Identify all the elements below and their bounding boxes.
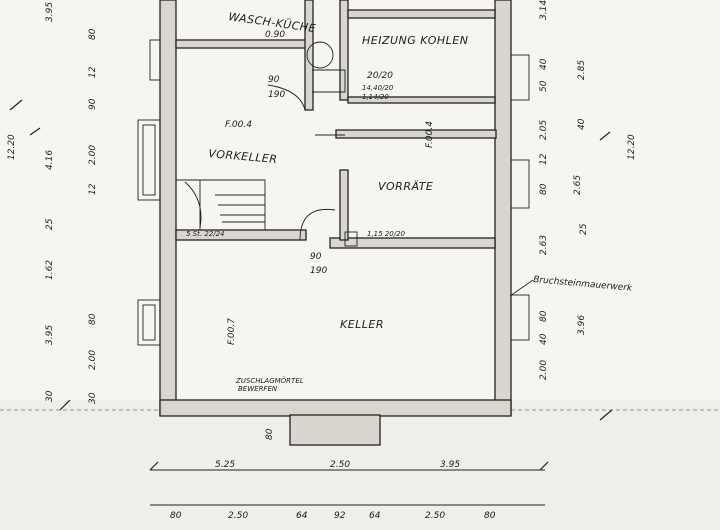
chimney-note: 20/20	[367, 71, 393, 81]
ceiling-note: 0.90	[265, 30, 285, 40]
dim-bottom-2-e: 64	[369, 511, 381, 521]
dim-left-inner-a: 80	[88, 28, 98, 40]
dim-left-inner-e: 12	[88, 183, 98, 195]
vent-note-b: 1,14/20	[362, 93, 389, 101]
dim-bottom-2-g: 80	[484, 511, 496, 521]
dim-left-outer-b: 12.20	[7, 134, 17, 160]
windows	[137, 39, 530, 346]
dim-right-inner-a: 3.14	[539, 0, 549, 20]
dim-right-inner-j: 40	[539, 333, 549, 345]
dim-right-inner-c: 50	[539, 80, 549, 92]
dim-left-outer-f: 3.95	[45, 325, 55, 345]
dim-right-inner-k: 2.00	[539, 360, 549, 380]
dim-right-inner-f: 80	[539, 183, 549, 195]
dim-bottom-2-a: 80	[170, 511, 182, 521]
room-label-heizung-kohlen: HEIZUNG KOHLEN	[362, 34, 468, 47]
dim-left-inner-d: 2.00	[88, 145, 98, 165]
dim-small-25: 25	[579, 223, 589, 235]
dim-left-outer-d: 25	[45, 218, 55, 230]
door-top-height: 190	[268, 90, 285, 100]
stair-note: 5 St. 22/24	[186, 230, 225, 238]
wall-material-note: Bruchsteinmauerwerk	[533, 275, 634, 294]
dim-small-80: 80	[265, 428, 275, 440]
dim-left-outer-g: 30	[45, 390, 55, 402]
dim-right-inner-g: 2.65	[573, 175, 583, 195]
dim-left-outer-c: 4.16	[45, 150, 55, 170]
door-keller-height: 190	[310, 266, 327, 276]
dim-bottom-1-a: 5.25	[215, 460, 235, 470]
dim-bottom-2-d: 92	[334, 511, 346, 521]
dimension-ticks	[9, 99, 613, 471]
footing-note-a: ZUSCHLAGMÖRTEL	[235, 376, 304, 385]
dim-left-inner-g: 2.00	[88, 350, 98, 370]
dim-right-outer-b: 12.20	[627, 134, 637, 160]
dim-right-outer-a: 2.85	[577, 60, 587, 80]
doors	[267, 41, 358, 247]
dim-left-outer-e: 1.62	[45, 260, 55, 280]
door-keller-width: 90	[310, 252, 322, 262]
staircase	[175, 179, 266, 231]
vent-note-a: 14,40/20	[362, 84, 394, 92]
dim-left-inner-c: 90	[88, 98, 98, 110]
dim-right-inner-h: 2.63	[539, 235, 549, 255]
dim-right-outer-d: 40	[577, 118, 587, 130]
room-label-vorkeller: VORKELLER	[208, 147, 278, 166]
dim-bottom-2-c: 64	[296, 511, 308, 521]
vorraete-vent-note: 1,15 20/20	[367, 230, 406, 238]
outer-walls	[159, 0, 512, 446]
dim-left-inner-f: 80	[88, 313, 98, 325]
dim-bottom-2-b: 2.50	[228, 511, 248, 521]
keller-area: F.00.7	[227, 318, 237, 345]
wall-note-leader	[509, 279, 534, 297]
dim-right-inner-i: 80	[539, 310, 549, 322]
dim-right-outer-c: 3.96	[577, 315, 587, 335]
dim-right-inner-d: 2.05	[539, 120, 549, 140]
dim-right-inner-b: 40	[539, 58, 549, 70]
room-label-vorraete: VORRÄTE	[378, 180, 433, 193]
dim-left-outer-a: 3.95	[45, 2, 55, 22]
dim-left-inner-h: 30	[88, 392, 98, 404]
footing-note-b: BEWERFEN	[238, 385, 278, 393]
vorraete-area: F.00.4	[425, 121, 435, 148]
dim-bottom-1-b: 2.50	[330, 460, 350, 470]
dim-right-inner-e: 12	[539, 153, 549, 165]
dim-left-inner-b: 12	[88, 66, 98, 78]
dim-bottom-1-c: 3.95	[440, 460, 460, 470]
room-label-keller: KELLER	[340, 318, 384, 331]
vorkeller-area: F.00.4	[225, 120, 252, 130]
dim-bottom-2-f: 2.50	[425, 511, 445, 521]
door-top-width: 90	[268, 75, 280, 85]
